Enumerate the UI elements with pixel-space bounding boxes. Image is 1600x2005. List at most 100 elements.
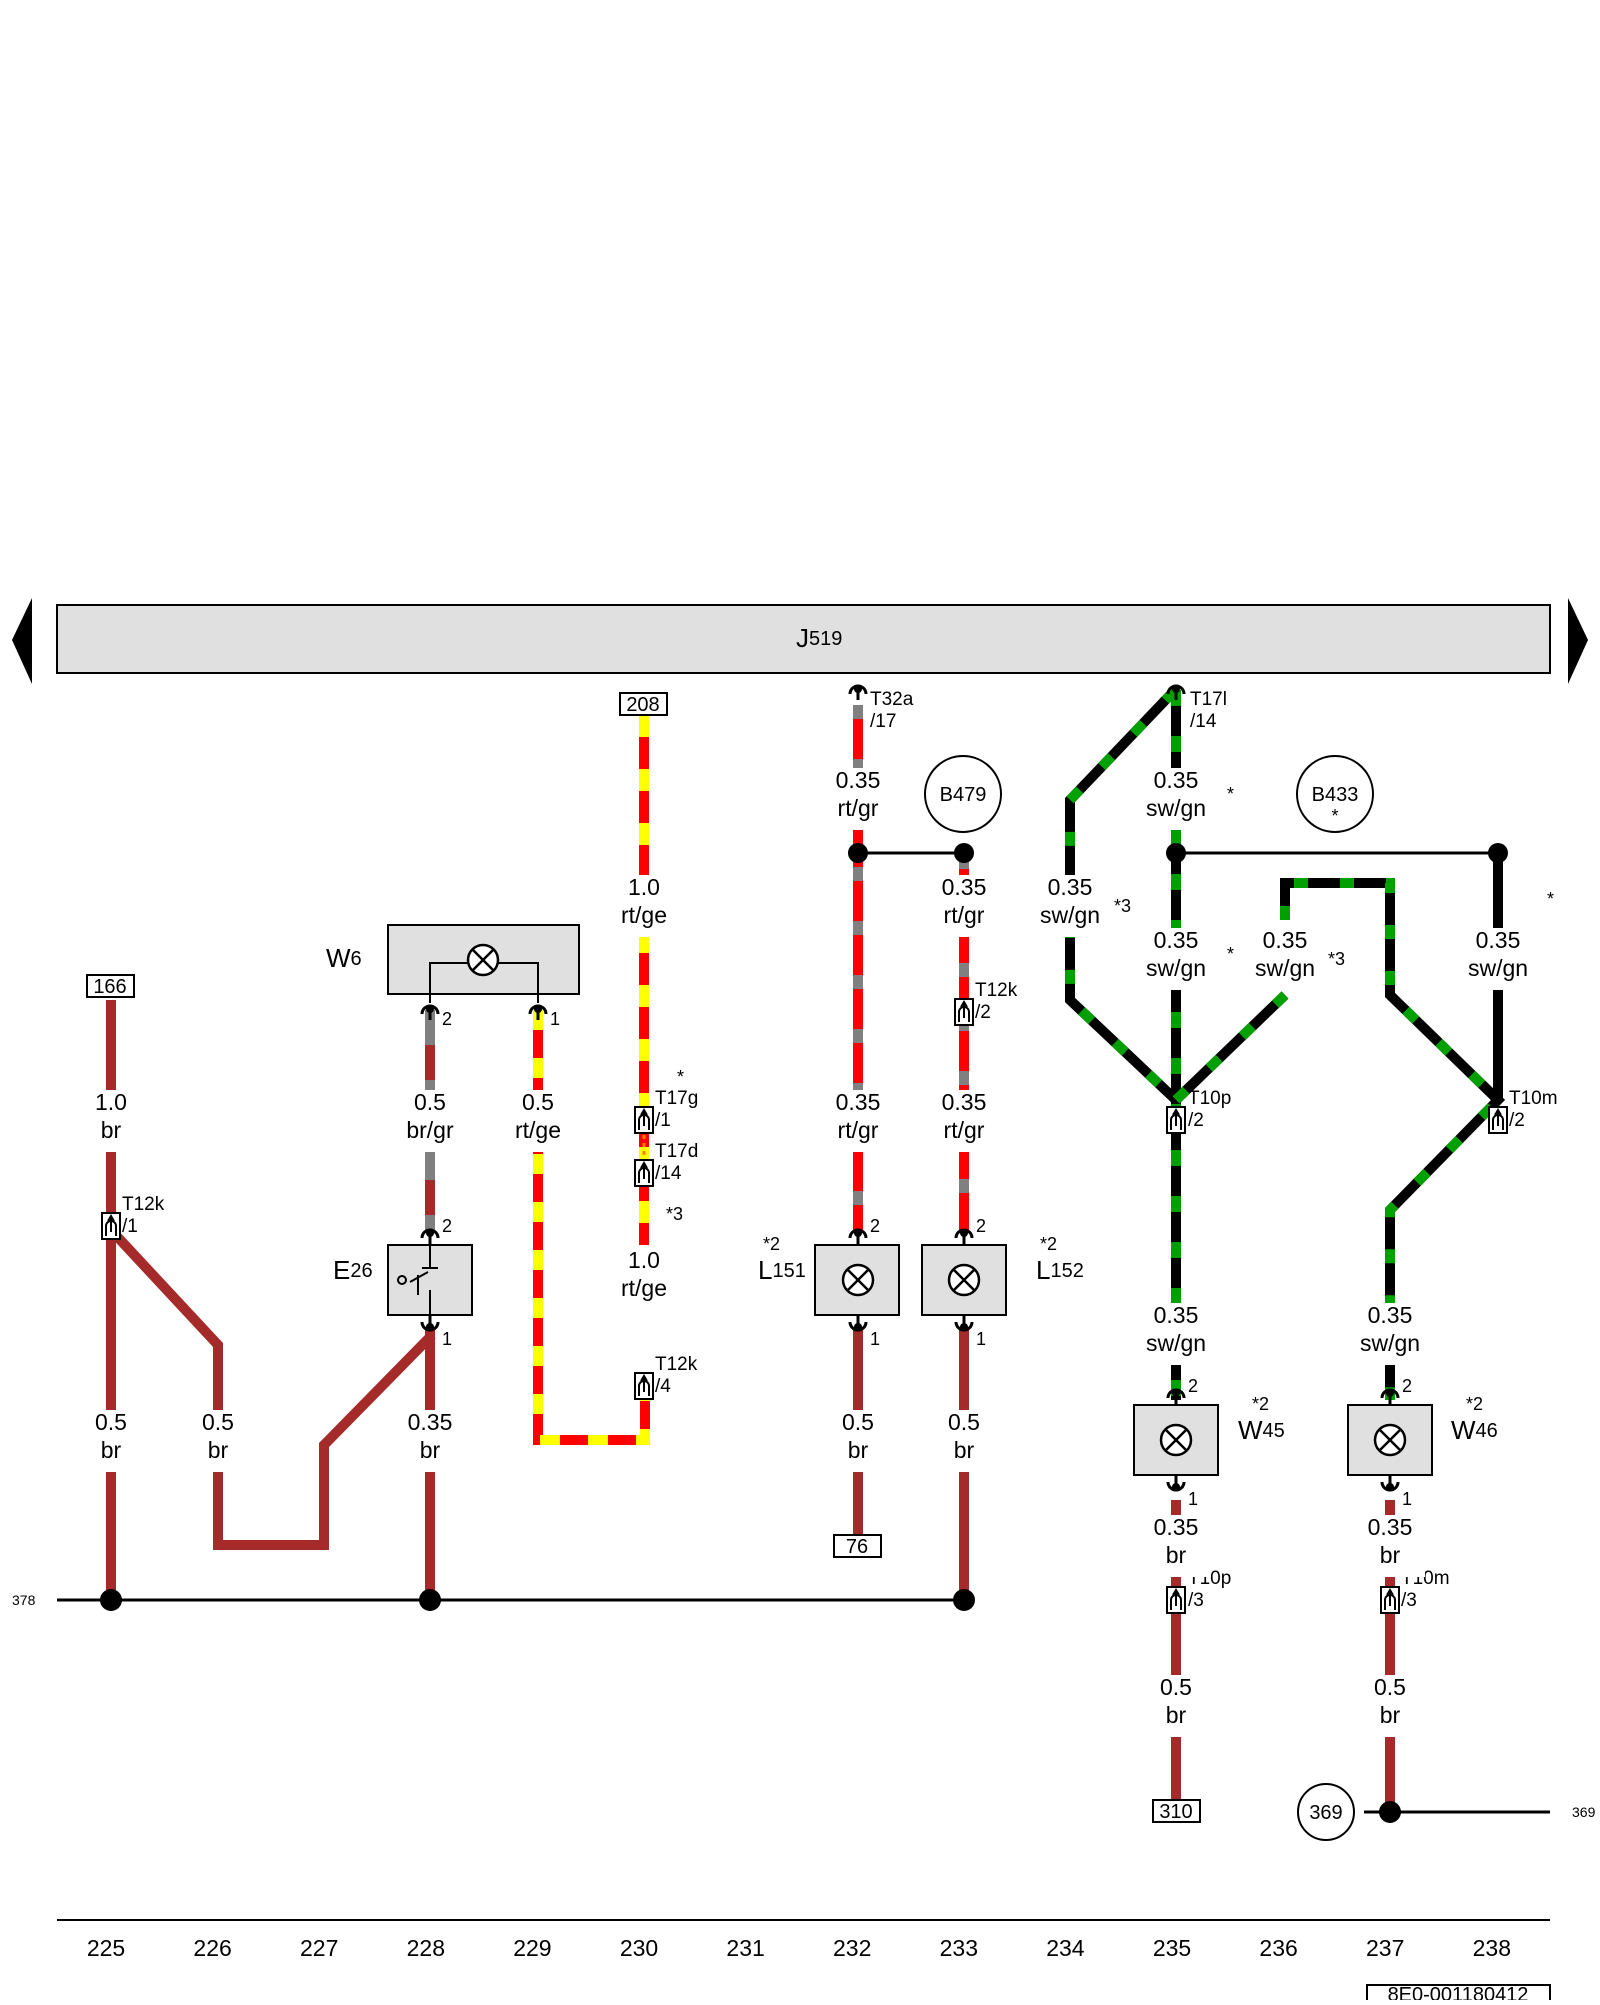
wire-label: 0.35 xyxy=(1154,767,1199,793)
note-star3: *3 xyxy=(1114,896,1131,916)
wire-label: rt/ge xyxy=(515,1117,561,1143)
wire-label: 0.35 xyxy=(408,1409,453,1435)
connector-t32a-pin: /17 xyxy=(870,711,896,732)
column-number: 228 xyxy=(407,1935,445,1961)
wire-label: sw/gn xyxy=(1468,955,1528,981)
wire-label: br/gr xyxy=(406,1117,454,1143)
wire-label: br xyxy=(208,1437,229,1463)
circle-b433: B433 xyxy=(1312,784,1359,806)
wire-label: 0.35 xyxy=(1154,1302,1199,1328)
wire-label: 0.5 xyxy=(414,1089,446,1115)
note-star3: *3 xyxy=(666,1204,683,1224)
connector-t10p-2-pin: /2 xyxy=(1188,1110,1204,1131)
wire-label: rt/gr xyxy=(944,1117,985,1143)
note-star3: *3 xyxy=(1328,949,1345,969)
component-w46-label: W46 xyxy=(1451,1415,1498,1445)
pin-label: 1 xyxy=(550,1009,560,1029)
wire-label: rt/ge xyxy=(621,902,667,928)
connector-t10p-2: T10p xyxy=(1188,1088,1231,1109)
control-unit-box xyxy=(56,604,1551,674)
note-star: * xyxy=(1331,806,1338,826)
ref-box-166: 166 xyxy=(93,976,126,998)
wire-label: 1.0 xyxy=(628,874,660,900)
ref-box-310: 310 xyxy=(1159,1801,1192,1823)
pin-label: 2 xyxy=(1402,1376,1412,1396)
wire-label: 0.5 xyxy=(1160,1674,1192,1700)
document-number: 8E0-001180412 xyxy=(1388,1984,1529,2000)
component-w46-note: *2 xyxy=(1466,1394,1483,1414)
wire-label: 0.35 xyxy=(1476,927,1521,953)
wire-label: br xyxy=(101,1437,122,1463)
wire-label: rt/ge xyxy=(621,1275,667,1301)
wire-label: 0.35 xyxy=(836,767,881,793)
connector-t10m-2: T10m xyxy=(1509,1088,1558,1109)
note-star: * xyxy=(677,1067,684,1087)
connector-t12k-1: T12k xyxy=(122,1194,165,1215)
pin-label: 2 xyxy=(1188,1376,1198,1396)
control-unit-label: J519 xyxy=(796,623,842,653)
note-star: * xyxy=(1227,784,1234,804)
note-star: * xyxy=(1547,889,1554,909)
column-number: 234 xyxy=(1046,1935,1085,1961)
component-w45-note: *2 xyxy=(1252,1394,1269,1414)
wire-label: 0.35 xyxy=(1263,927,1308,953)
wire-label: 1.0 xyxy=(95,1089,127,1115)
wire-label: sw/gn xyxy=(1146,955,1206,981)
wire-label: br xyxy=(1166,1702,1187,1728)
pin-label: 2 xyxy=(442,1216,452,1236)
wire-network-sw-gn xyxy=(1065,686,1506,1400)
component-l152-label: L152 xyxy=(1036,1255,1084,1285)
side-ref-378: 378 xyxy=(12,1592,36,1608)
column-number: 235 xyxy=(1153,1935,1191,1961)
connector-t12k-2: T12k xyxy=(975,980,1018,1001)
connector-t12k-1-pin: /1 xyxy=(122,1216,138,1237)
wire-label: sw/gn xyxy=(1360,1330,1420,1356)
circle-369: 369 xyxy=(1309,1802,1342,1824)
wire-label: br xyxy=(101,1117,122,1143)
connector-t17d: T17d xyxy=(655,1141,698,1162)
wire-label: br xyxy=(848,1437,869,1463)
wire-label: 0.5 xyxy=(522,1089,554,1115)
wire-label: 0.5 xyxy=(1374,1674,1406,1700)
component-e26-label: E26 xyxy=(333,1255,373,1285)
wire-label: 0.35 xyxy=(836,1089,881,1115)
wire-label: 0.35 xyxy=(1368,1302,1413,1328)
wire-label: 0.35 xyxy=(942,1089,987,1115)
prev-page-arrow[interactable] xyxy=(12,598,32,684)
column-number: 231 xyxy=(726,1935,764,1961)
connector-t32a: T32a xyxy=(870,689,914,710)
component-w6-label: W6 xyxy=(326,943,362,973)
ref-box-208: 208 xyxy=(626,694,659,716)
column-number: 225 xyxy=(87,1935,125,1961)
component-w45-label: W45 xyxy=(1238,1415,1285,1445)
column-number: 226 xyxy=(193,1935,231,1961)
connector-t12k-2-pin: /2 xyxy=(975,1002,991,1023)
wire-labels: 1.0 br 0.5 br 0.5 br 0.5 br/gr 0.35 br 0… xyxy=(84,767,1535,1737)
wire-label: 0.35 xyxy=(1154,927,1199,953)
wire-label: 0.5 xyxy=(95,1409,127,1435)
wire-label: 0.5 xyxy=(948,1409,980,1435)
wire-label: rt/gr xyxy=(944,902,985,928)
column-number: 232 xyxy=(833,1935,871,1961)
wire-label: sw/gn xyxy=(1255,955,1315,981)
connector-t10m-3-pin: /3 xyxy=(1401,1590,1417,1611)
wire-label: 0.35 xyxy=(1154,1514,1199,1540)
ref-box-76: 76 xyxy=(846,1536,868,1558)
component-l151-label: L151 xyxy=(758,1255,806,1285)
column-number: 237 xyxy=(1366,1935,1404,1961)
connector-t17g: T17g xyxy=(655,1088,698,1109)
wire-label: sw/gn xyxy=(1146,1330,1206,1356)
pin-label: 2 xyxy=(976,1216,986,1236)
column-number: 229 xyxy=(513,1935,551,1961)
connector-t10p-3-pin: /3 xyxy=(1188,1590,1204,1611)
next-page-arrow[interactable] xyxy=(1568,598,1588,684)
column-number: 227 xyxy=(300,1935,338,1961)
connector-t12k-4: T12k xyxy=(655,1354,698,1375)
wire-label: br xyxy=(1166,1542,1187,1568)
component-l152-note: *2 xyxy=(1040,1234,1057,1254)
wire-229-230-loop xyxy=(533,1010,650,1445)
connector-t17l-pin: /14 xyxy=(1190,711,1217,732)
wire-label: br xyxy=(1380,1542,1401,1568)
column-number: 236 xyxy=(1259,1935,1297,1961)
